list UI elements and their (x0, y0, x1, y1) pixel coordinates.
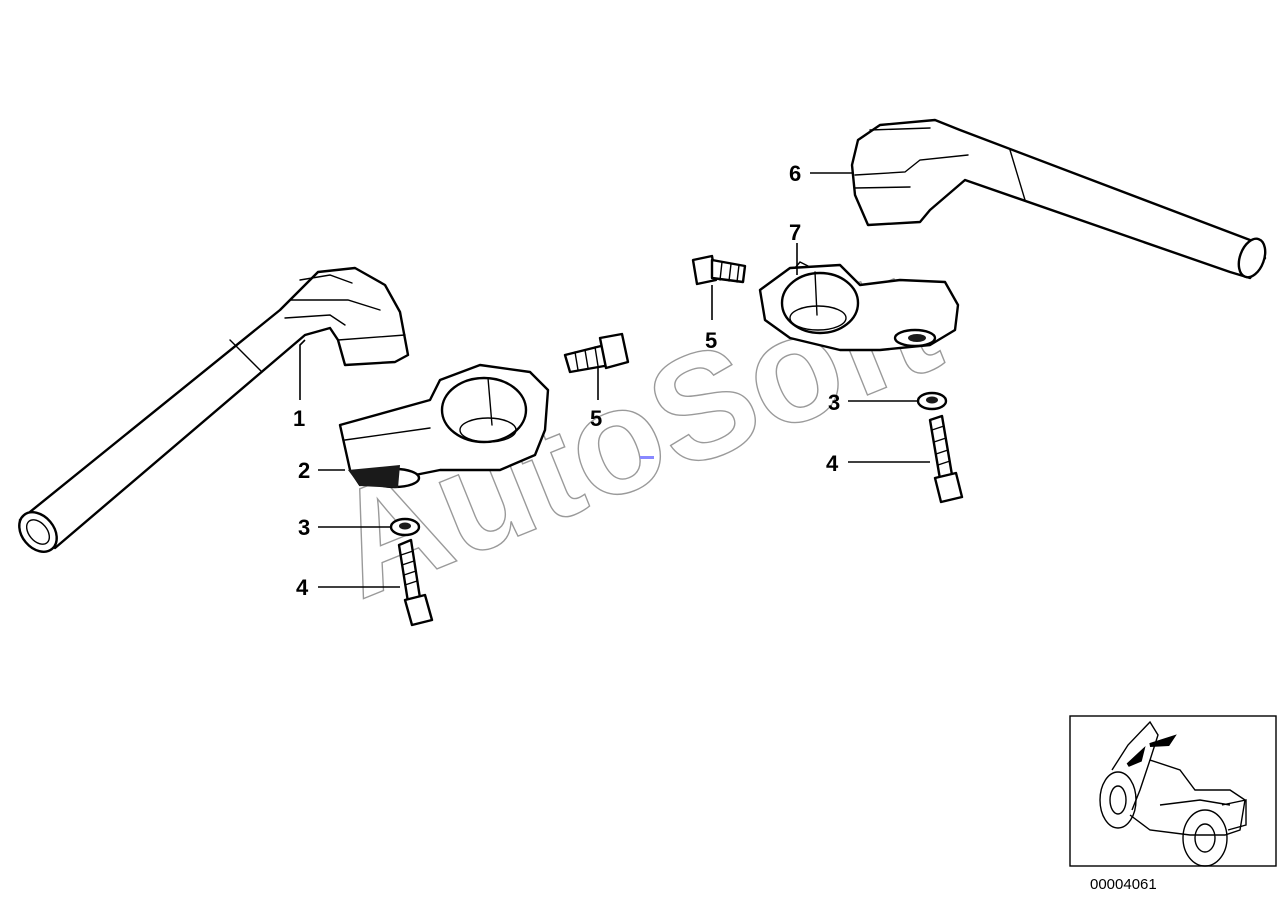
leader-lines (299, 172, 930, 588)
callout-7: 7 (789, 220, 801, 245)
diagram-id-label: 00004061 (1090, 876, 1157, 893)
callout-4-left: 4 (296, 575, 309, 600)
motorcycle-thumbnail (1099, 720, 1247, 867)
location-arrow-lower (1126, 745, 1146, 767)
right-bolt (928, 414, 964, 504)
left-clamp (338, 363, 550, 489)
callout-2: 2 (298, 458, 310, 483)
right-clamp-bolt (691, 254, 747, 286)
callout-3-left: 3 (298, 515, 310, 540)
left-clamp-bolt (563, 332, 630, 374)
callout-4-right: 4 (826, 451, 839, 476)
callout-5-left: 5 (590, 406, 602, 431)
left-handlebar (18, 266, 410, 553)
left-washer (389, 517, 421, 537)
right-washer (916, 391, 948, 411)
right-clamp (758, 261, 960, 352)
location-arrow-upper (1149, 734, 1177, 747)
callout-6: 6 (789, 161, 801, 186)
callouts: 1 2 3 4 5 5 6 7 3 4 (293, 161, 840, 600)
location-inset (1069, 715, 1277, 867)
callout-3-right: 3 (828, 390, 840, 415)
left-bolt (397, 538, 434, 627)
callout-1: 1 (293, 406, 305, 431)
right-handlebar (850, 118, 1267, 280)
callout-5-right: 5 (705, 328, 717, 353)
center-mark (640, 456, 654, 459)
